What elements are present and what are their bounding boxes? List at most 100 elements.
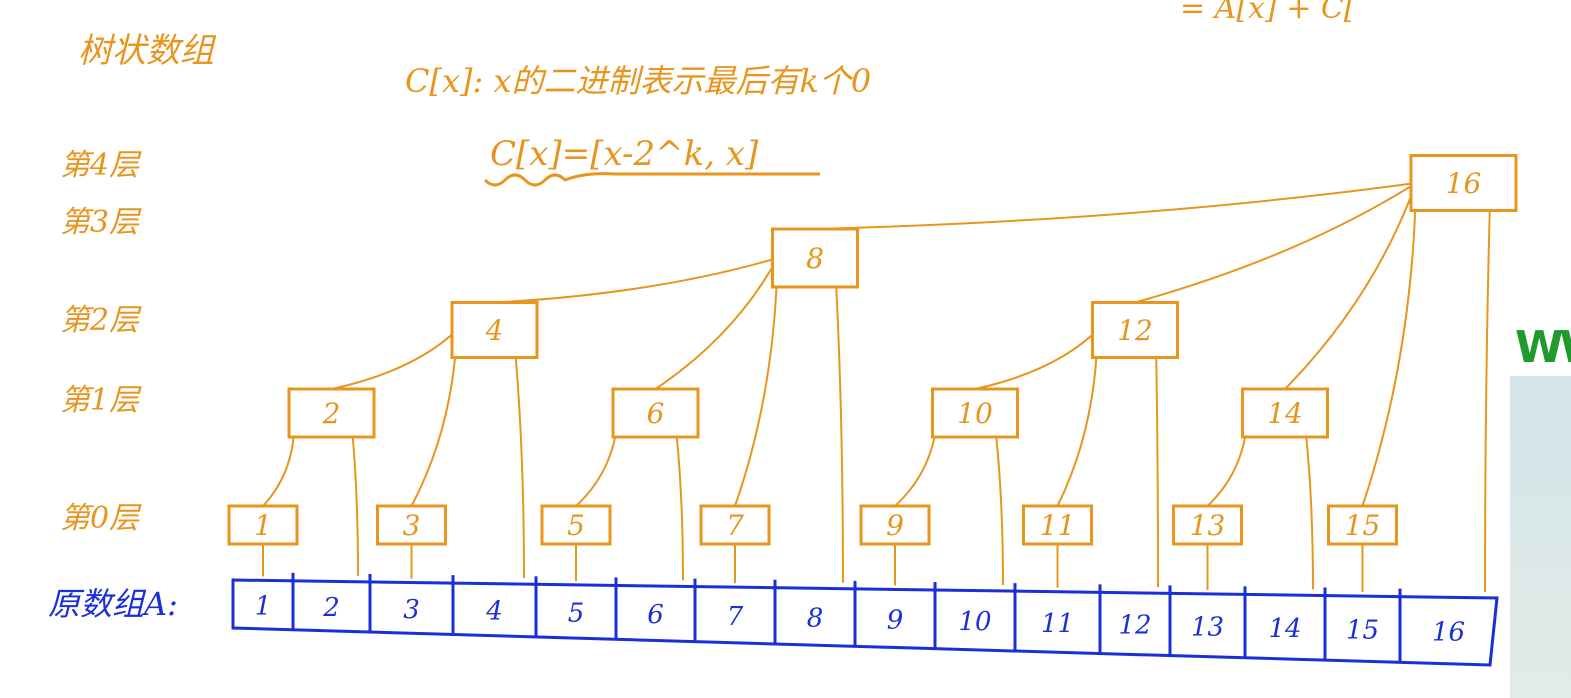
array-cell: 3 [403, 595, 420, 625]
tree-edge [1305, 436, 1314, 590]
tree-edge [995, 436, 1004, 585]
array-cell: 16 [1432, 618, 1465, 648]
tree-node-box [1091, 301, 1179, 359]
array-cell: 15 [1346, 616, 1379, 646]
tree-node-c3: 3 [376, 504, 447, 546]
tree-node-label: 3 [403, 509, 421, 542]
title: 树状数组 [78, 31, 217, 71]
array-cell: 5 [568, 598, 585, 628]
array-cell: 14 [1268, 614, 1301, 644]
formula: C[x]=[x-2^k, x] [490, 134, 759, 174]
tree-node-label: 2 [322, 397, 341, 430]
tree-node-box [859, 504, 931, 546]
watermark: WW [1515, 322, 1571, 373]
tree-node-c16: 16 [1409, 154, 1518, 212]
definition: C[x]: x的二进制表示最后有k个0 [405, 62, 871, 100]
formula-underline [483, 172, 820, 187]
array-cell: 12 [1118, 611, 1151, 641]
array-label: 原数组A: [48, 585, 178, 623]
tree-node-c4: 4 [450, 301, 539, 359]
tree-node-box [1172, 504, 1243, 546]
array-cell: 13 [1191, 612, 1224, 642]
tree-edge [410, 329, 458, 507]
array-cell: 1 [255, 592, 272, 622]
tree-node-label: 13 [1190, 509, 1226, 542]
tree-node-box [1327, 504, 1398, 546]
tree-node-box [771, 227, 859, 289]
array-border [231, 578, 1499, 667]
tree-edge [734, 257, 779, 507]
tree-node-label: 12 [1117, 314, 1153, 347]
tree-node-label: 5 [567, 509, 585, 542]
tree-edge [1284, 182, 1417, 390]
tree-edge [1134, 182, 1417, 304]
tree-node-box [1241, 387, 1329, 439]
level-0-label: 第0层 [60, 501, 142, 536]
array-cell: 10 [958, 607, 991, 637]
tree-edge [814, 182, 1417, 230]
tree-node-label: 11 [1040, 509, 1076, 542]
tree-edge [514, 357, 525, 579]
tree-node-box [1409, 154, 1518, 212]
top-right-partial: = A[x] + C[ [1180, 0, 1356, 26]
tree-edge [1484, 210, 1491, 592]
tree-node-label: 9 [886, 509, 904, 542]
tree-node-box [450, 301, 539, 359]
array-cell: 8 [807, 604, 824, 634]
tree-node-label: 1 [254, 509, 272, 542]
tree-node-box [699, 504, 771, 546]
tree-node-c13: 13 [1172, 504, 1243, 546]
array-cell: 4 [485, 597, 503, 627]
tree-node-box [931, 387, 1019, 439]
tree-node-label: 14 [1267, 397, 1303, 430]
tree-edge [494, 257, 778, 304]
tree-node-box [376, 504, 447, 546]
tree-node-c9: 9 [859, 504, 931, 546]
tree-node-label: 6 [647, 397, 665, 430]
tree-node-box [611, 387, 700, 439]
tree-edge [1155, 357, 1159, 588]
tree-node-box [287, 387, 376, 439]
tree-node-c15: 15 [1327, 504, 1398, 546]
tree-edge [675, 436, 684, 581]
tree-node-c11: 11 [1022, 504, 1093, 546]
tree-node-c6: 6 [611, 387, 700, 439]
tree-edge [1361, 182, 1417, 507]
array-cell: 9 [887, 605, 904, 635]
webcam-overlay [1510, 376, 1571, 698]
tree-node-box [1022, 504, 1093, 546]
level-2-label: 第2层 [60, 303, 142, 338]
tree-node-label: 10 [957, 397, 993, 430]
tree-node-c2: 2 [287, 387, 376, 439]
tree-node-c8: 8 [771, 227, 859, 289]
tree-node-c10: 10 [931, 387, 1019, 439]
tree-node-c5: 5 [540, 504, 612, 546]
tree-node-label: 15 [1345, 509, 1381, 542]
level-4-label: 第4层 [60, 148, 142, 183]
tree-node-label: 4 [485, 314, 504, 347]
tree-node-c1: 1 [227, 504, 299, 546]
tree-edge [331, 329, 458, 390]
tree-node-c7: 7 [699, 504, 771, 546]
tree-node-label: 7 [726, 509, 744, 542]
array-cell: 11 [1041, 609, 1074, 639]
tree-edge [835, 286, 844, 583]
tree-node-label: 16 [1446, 167, 1482, 200]
array-cell: 6 [647, 600, 664, 630]
tree-node-box [540, 504, 612, 546]
tree-edge [654, 257, 779, 390]
level-1-label: 第1层 [60, 383, 142, 418]
tree-node-c12: 12 [1091, 301, 1179, 359]
array-cell: 7 [727, 602, 744, 632]
tree-edge [974, 329, 1099, 390]
tree-node-label: 8 [806, 242, 824, 275]
tree-edge [351, 436, 359, 576]
tree-node-box [227, 504, 299, 546]
array-cell: 2 [322, 593, 340, 623]
tree-node-c14: 14 [1241, 387, 1329, 439]
level-3-label: 第3层 [60, 205, 142, 240]
